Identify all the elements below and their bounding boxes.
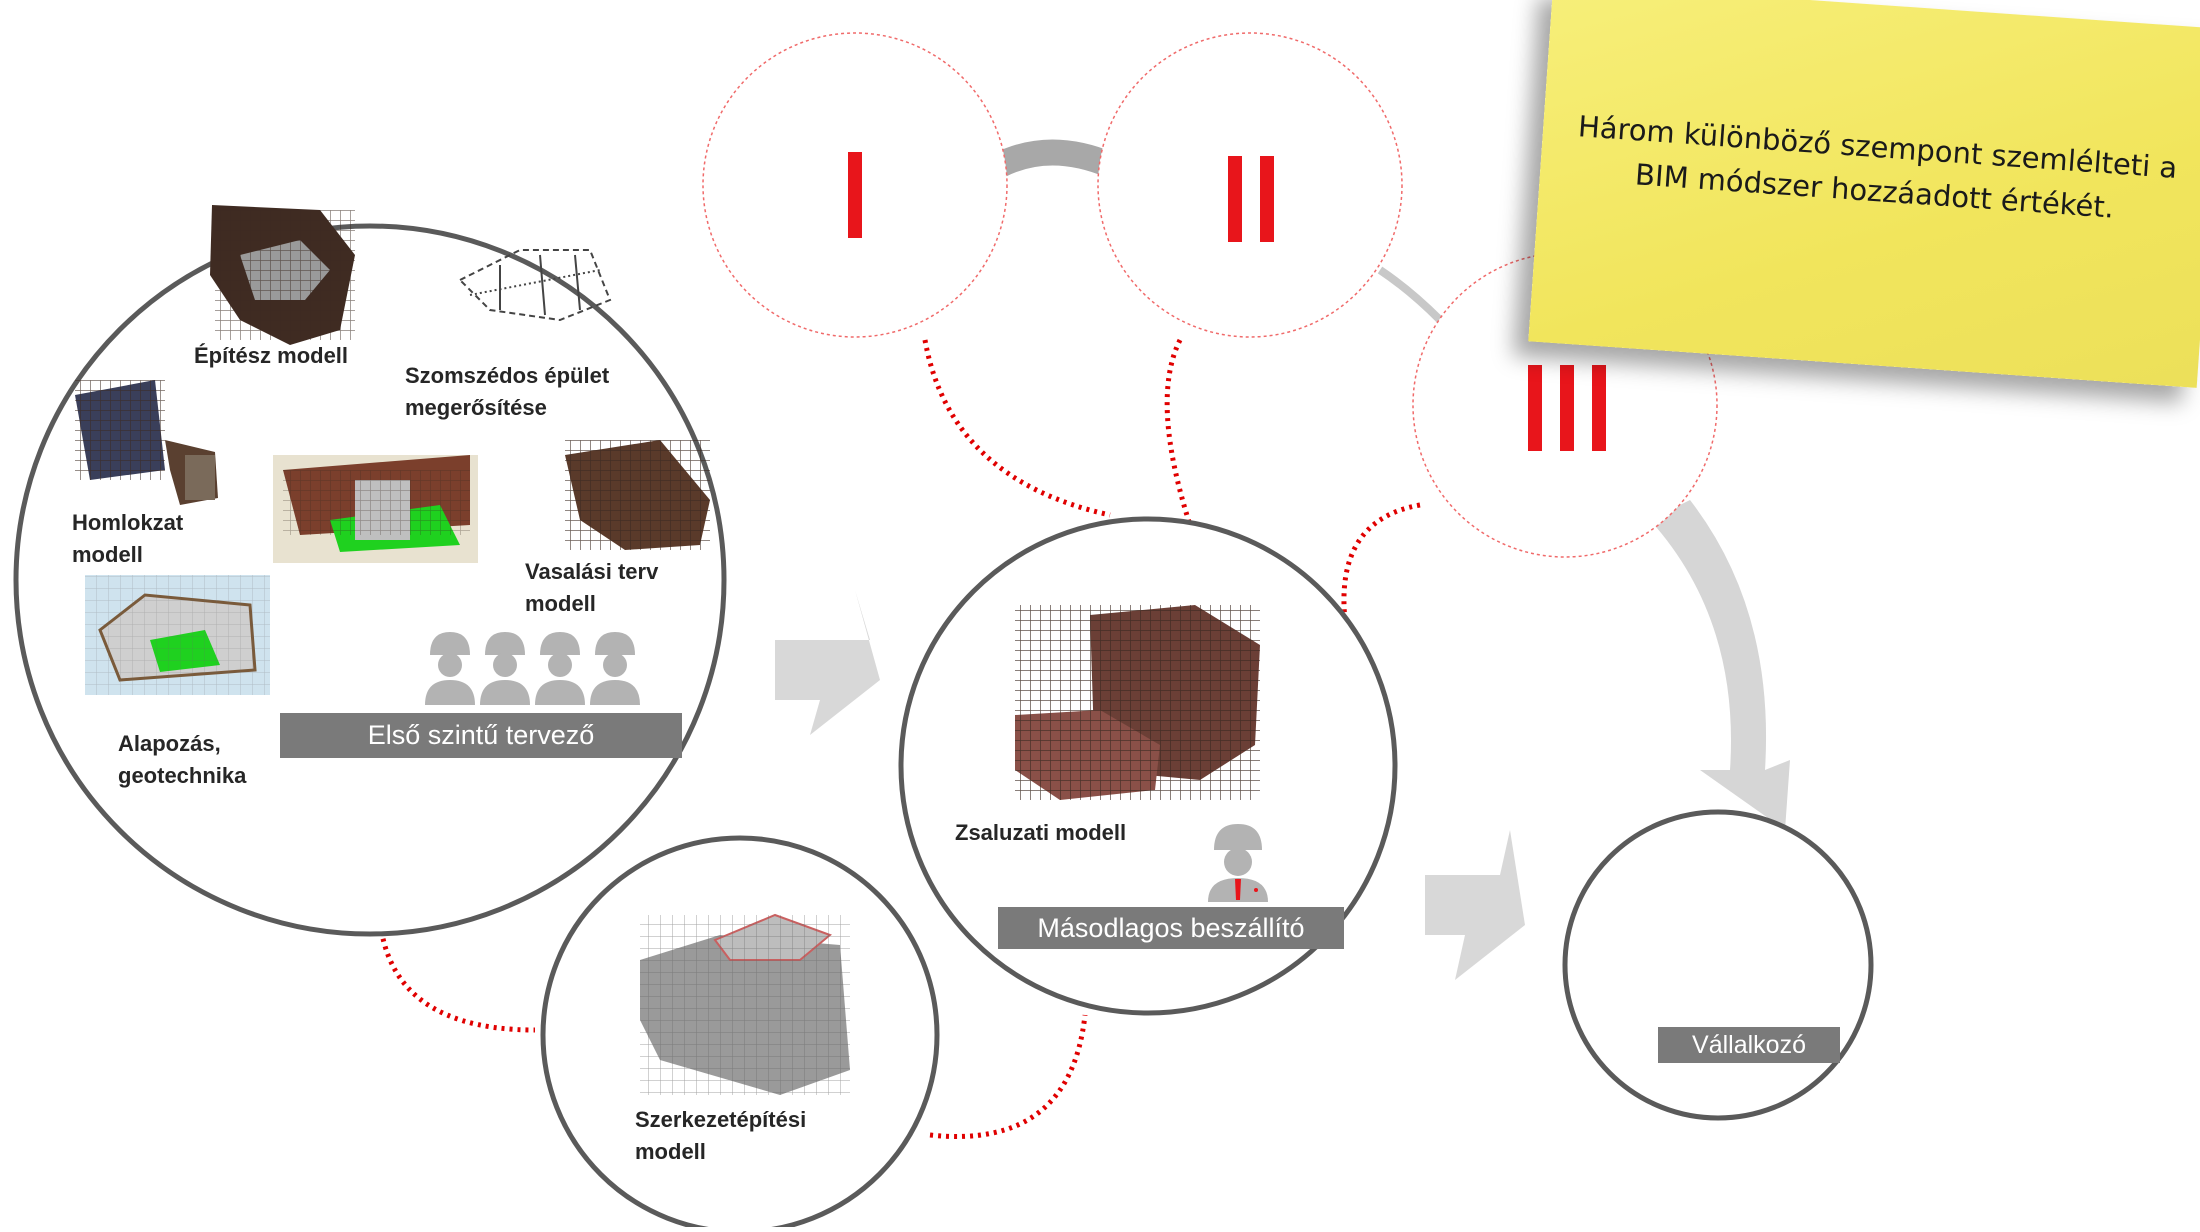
- secondary-supplier-bar: Másodlagos beszállító: [998, 907, 1344, 949]
- foundation-label-2: geotechnika: [118, 763, 247, 788]
- foundation-label-1: Alapozás,: [118, 731, 221, 756]
- arrow-right-1: [775, 590, 880, 735]
- architect-model-label: Építész modell: [194, 343, 349, 368]
- sticky-note-text: Három különböző szempont szemlélteti a B…: [1539, 102, 2200, 237]
- neighbor-building-label-1: Szomszédos épület: [405, 363, 610, 388]
- structural-model-label-1: Szerkezetépítési: [635, 1107, 807, 1132]
- dotted-first-to-structural: [376, 874, 536, 1033]
- structural-model-label-2: modell: [635, 1139, 706, 1164]
- sticky-note: Három különböző szempont szemlélteti a B…: [1528, 0, 2200, 388]
- supplier-worker-icon: [1208, 824, 1268, 902]
- dotted-stage3-to-second: [1341, 502, 1421, 621]
- neighbor-building-image: [458, 249, 612, 322]
- formwork-model-image: [1015, 605, 1260, 800]
- stage-circle-2: [1097, 32, 1403, 338]
- formwork-model-label: Zsaluzati modell: [955, 820, 1127, 845]
- dotted-structural-to-second: [929, 1014, 1088, 1139]
- stage-numeral-3: [1528, 365, 1606, 451]
- architect-model-image: [210, 205, 355, 345]
- site-model-image: [273, 455, 478, 563]
- facade-model-label-1: Homlokzat: [72, 510, 184, 535]
- contractor-bar: Vállalkozó: [1658, 1027, 1840, 1063]
- workers-group-icon: [425, 632, 640, 705]
- reinforcement-model-image: [565, 440, 710, 550]
- foundation-model-image: [85, 575, 270, 695]
- contractor-circle: [1562, 809, 1874, 1121]
- arc-connector-2-3: [1377, 266, 1443, 323]
- dotted-stage2-to-second: [1164, 338, 1193, 526]
- facade-model-image: [75, 380, 218, 505]
- reinforcement-model-label-1: Vasalási terv: [525, 559, 659, 584]
- stage-numeral-1: [848, 152, 862, 238]
- facade-model-label-2: modell: [72, 542, 143, 567]
- arrow-right-2: [1425, 830, 1525, 980]
- structural-model-image: [640, 913, 850, 1095]
- neighbor-building-label-2: megerősítése: [405, 395, 547, 420]
- reinforcement-model-label-2: modell: [525, 591, 596, 616]
- curved-arrow-to-contractor: [1650, 500, 1790, 830]
- dotted-connectors: [376, 338, 1421, 1139]
- first-tier-designer-bar: Első szintű tervező: [280, 713, 682, 758]
- stage-numeral-2: [1228, 156, 1274, 242]
- dotted-stage1-to-second: [922, 339, 1111, 518]
- arc-connector-1-2: [994, 139, 1115, 178]
